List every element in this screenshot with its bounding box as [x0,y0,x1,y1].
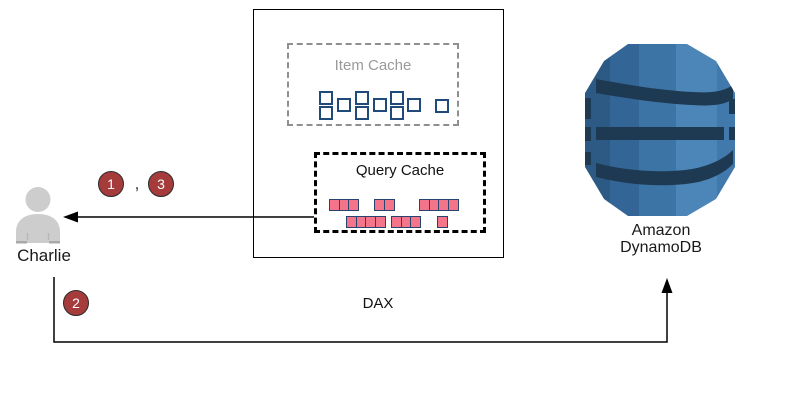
up-arrow-icon [661,278,673,293]
item-cache-square [355,106,369,120]
step-badge-1-number: 1 [107,176,115,192]
query-cache-square [348,199,359,211]
dynamodb-icon [585,44,735,216]
item-cache-square [373,98,387,112]
query-cache-square [383,199,395,211]
step-badge-3: 3 [148,171,174,197]
query-cache-box: Query Cache [314,152,486,233]
query-cache-square [437,216,448,228]
dax-label: DAX [362,295,394,312]
dynamodb-label-line1: Amazon [631,222,691,239]
step-badge-2: 2 [63,290,89,316]
query-cache-label: Query Cache [355,162,445,179]
query-cache-square [374,216,386,228]
item-cache-square [337,98,351,112]
dax-cluster-box: Item Cache Query Cache [253,9,504,258]
item-cache-label: Item Cache [334,57,412,74]
user-icon [16,187,60,244]
badge-separator: , [134,174,140,193]
query-cache-square [447,199,459,211]
item-cache-square [407,98,421,112]
item-cache-square [319,91,333,105]
step-badge-1: 1 [98,171,124,197]
item-cache-box: Item Cache [287,43,459,126]
dynamodb-label-line2: DynamoDB [620,239,702,256]
actor-label: Charlie [17,246,71,265]
step-badge-2-number: 2 [72,295,80,311]
item-cache-square [390,106,404,120]
query-cache-square [410,216,421,228]
item-cache-square [319,106,333,120]
item-cache-square [435,99,449,113]
dynamodb-label: Amazon DynamoDB [583,222,739,256]
item-cache-square [390,91,404,105]
item-cache-square [355,91,369,105]
step-badge-3-number: 3 [157,176,165,192]
left-arrow-icon [63,211,78,223]
